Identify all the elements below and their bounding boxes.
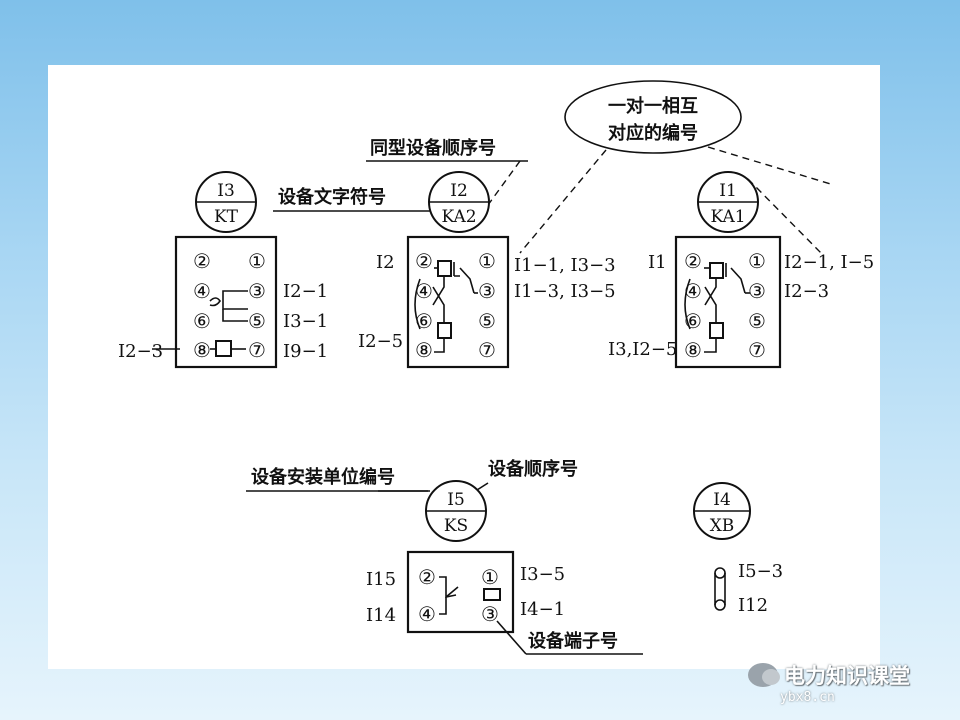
ks-number: I5 — [447, 490, 465, 510]
mutual-numbering-line2: 对应的编号 — [608, 122, 698, 144]
ks-terminal-4: ④ — [418, 602, 436, 626]
chat-bubble-icon — [748, 663, 780, 687]
terminal-no-callout: 设备端子号 — [496, 620, 643, 655]
ks-label-r2: I4−1 — [520, 599, 565, 620]
install-unit-callout: 设备安装单位编号 — [246, 466, 430, 492]
device-symbol-label: 设备文字符号 — [278, 186, 386, 208]
ka2-coil-upper — [437, 260, 452, 277]
kt-symbol: KT — [214, 207, 239, 227]
kt-terminal-5: ⑤ — [248, 309, 266, 333]
watermark-name: 电力知识课堂 — [784, 664, 910, 688]
ka1-coil-upper — [709, 262, 724, 279]
kt-terminal-2: ② — [193, 249, 211, 273]
mutual-numbering-line1: 一对一相互 — [608, 95, 698, 117]
kt-terminal-1: ① — [248, 249, 266, 273]
xb-link-symbol — [714, 567, 726, 611]
watermark: 电力知识课堂 — [748, 660, 910, 690]
ka1-label-r2: I2−3 — [784, 281, 829, 302]
ks-terminal-3: ③ — [481, 602, 499, 626]
ka2-terminal-1: ① — [478, 249, 496, 273]
ka1-body — [674, 235, 782, 369]
ka2-number: I2 — [450, 181, 468, 201]
ka1-number: I1 — [719, 181, 737, 201]
ka1-coil-lower — [709, 322, 724, 339]
relay-wiring-diagram: .ln { stroke: #111; stroke-width: 1.6; f… — [118, 80, 874, 655]
kt-terminal-7: ⑦ — [248, 338, 266, 362]
ka1-terminal-2: ② — [684, 249, 702, 273]
mutual-numbering-callout: 一对一相互 对应的编号 — [519, 80, 835, 256]
ka1-label-l3: I3,I2−5 — [608, 339, 677, 360]
device-ka1: I1 KA1 ② ① ④ ③ ⑥ ⑤ ⑧ ⑦ I1 I2−1, I−5 I2−3… — [608, 171, 874, 369]
ka2-terminal-2: ② — [415, 249, 433, 273]
ka2-label-l3: I2−5 — [358, 331, 403, 352]
device-seq-label: 设备顺序号 — [488, 458, 578, 480]
same-type-seq-label: 同型设备顺序号 — [370, 137, 496, 159]
ka1-label-r1: I2−1, I−5 — [784, 252, 874, 273]
ka2-body — [406, 235, 510, 369]
ka1-terminal-5: ⑤ — [748, 309, 766, 333]
terminal-no-label: 设备端子号 — [528, 630, 618, 652]
ka1-symbol: KA1 — [710, 207, 745, 227]
kt-label-r2: I3−1 — [283, 311, 328, 332]
ka2-label-r2: I1−3, I3−5 — [514, 281, 616, 302]
ks-label-r1: I3−5 — [520, 564, 565, 585]
ks-terminal-1: ① — [481, 565, 499, 589]
ka2-terminal-4: ④ — [415, 279, 433, 303]
ks-body — [406, 550, 515, 634]
kt-number: I3 — [217, 181, 235, 201]
device-seq-callout: 设备顺序号 — [465, 458, 578, 498]
ka1-label-l1: I1 — [648, 252, 667, 273]
diagram-canvas: .ln { stroke: #111; stroke-width: 1.6; f… — [48, 65, 880, 669]
ka2-symbol: KA2 — [441, 207, 476, 227]
ka1-terminal-1: ① — [748, 249, 766, 273]
kt-coil — [215, 340, 232, 357]
kt-label-r3: I9−1 — [283, 341, 328, 362]
device-kt: I3 KT ② ① ④ ③ ⑥ ⑤ ⑧ ⑦ I2−1 I3−1 I9−1 I2−… — [118, 171, 328, 369]
kt-label-r1: I2−1 — [283, 281, 328, 302]
ks-terminal-2: ② — [418, 565, 436, 589]
ks-label-l1: I15 — [366, 569, 396, 590]
install-unit-label: 设备安装单位编号 — [251, 466, 395, 488]
ka2-terminal-5: ⑤ — [478, 309, 496, 333]
ks-symbol: KS — [444, 516, 468, 536]
device-xb: I4 XB I5−3 I12 — [693, 482, 783, 616]
ks-coil — [483, 588, 501, 601]
kt-terminal-6: ⑥ — [193, 309, 211, 333]
ka2-terminal-7: ⑦ — [478, 338, 496, 362]
device-ks: I5 KS ② ① ④ ③ I15 I14 I3−5 I4−1 — [366, 480, 565, 634]
xb-symbol: XB — [710, 516, 735, 536]
device-ka2: I2 KA2 ② ① ④ ③ ⑥ ⑤ ⑧ ⑦ I2 I1−1, I3−3 I1−… — [358, 171, 616, 369]
ka2-terminal-8: ⑧ — [415, 338, 433, 362]
same-type-seq-callout: 同型设备顺序号 — [366, 137, 528, 206]
device-symbol-callout: 设备文字符号 — [273, 186, 433, 212]
ks-label-l2: I14 — [366, 605, 396, 626]
kt-terminal-8: ⑧ — [193, 338, 211, 362]
watermark-site: ybx8.cn — [780, 690, 835, 705]
ka2-coil-lower — [437, 322, 452, 339]
ka2-label-r1: I1−1, I3−3 — [514, 255, 616, 276]
xb-label-r2: I12 — [738, 595, 768, 616]
ka1-terminal-8: ⑧ — [684, 338, 702, 362]
xb-label-r1: I5−3 — [738, 561, 783, 582]
kt-label-l4: I2−3 — [118, 341, 163, 362]
ka2-label-l1: I2 — [376, 252, 395, 273]
ka1-terminal-3: ③ — [748, 279, 766, 303]
kt-terminal-3: ③ — [248, 279, 266, 303]
ka2-terminal-3: ③ — [478, 279, 496, 303]
xb-number: I4 — [713, 490, 731, 510]
kt-body — [174, 235, 278, 369]
ka1-terminal-7: ⑦ — [748, 338, 766, 362]
kt-terminal-4: ④ — [193, 279, 211, 303]
